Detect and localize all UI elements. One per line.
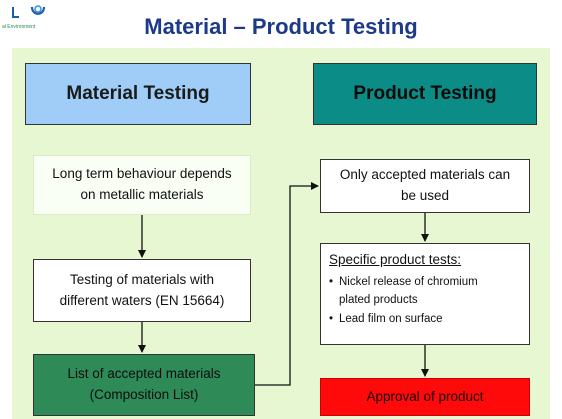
product-testing-header: Product Testing (313, 63, 537, 125)
nickel-release-line-1: Nickel release of chromium (339, 275, 478, 288)
lead-film-line: Lead film on surface (339, 312, 443, 325)
accepted-list-line-2: (Composition List) (89, 387, 199, 402)
accepted-list-line-1: List of accepted materials (67, 366, 221, 382)
testing-materials-line-2: different waters (EN 15664) (59, 292, 225, 308)
logo-text: al Environment (2, 24, 36, 30)
only-accepted-line-2: be used (400, 188, 450, 203)
connector-arrows (138, 182, 429, 386)
nickel-release-line-2: plated products (339, 294, 418, 307)
specific-tests-title: Specific product tests: (329, 252, 462, 267)
specific-tests-list: Nickel release of chromium plated produc… (329, 273, 521, 329)
long-term-line-2: on metallic materials (80, 187, 204, 202)
logo-mark-icon (12, 5, 46, 18)
only-accepted-materials-box: Only accepted materials can be used (320, 159, 530, 213)
diagram-panel: Material Testing Product Testing Long te… (12, 48, 550, 419)
logo: al Environment (2, 2, 54, 36)
testing-materials-line-1: Testing of materials with (69, 271, 215, 287)
approval-of-product-box: Approval of product (320, 378, 530, 416)
list-item: Lead film on surface (329, 310, 521, 329)
material-testing-header: Material Testing (25, 63, 251, 125)
list-item: Nickel release of chromium plated produc… (329, 273, 521, 310)
long-term-line-1: Long term behaviour depends (52, 166, 232, 182)
long-term-behaviour-box: Long term behaviour depends on metallic … (33, 155, 251, 215)
only-accepted-line-1: Only accepted materials can (339, 167, 511, 183)
page-title: Material – Product Testing (144, 14, 418, 39)
testing-materials-box: Testing of materials with different wate… (33, 259, 251, 322)
accepted-materials-list-box: List of accepted materials (Composition … (33, 354, 255, 416)
arrow-list-to-only-accepted (255, 182, 319, 386)
specific-product-tests-box: Specific product tests: Nickel release o… (320, 243, 530, 345)
